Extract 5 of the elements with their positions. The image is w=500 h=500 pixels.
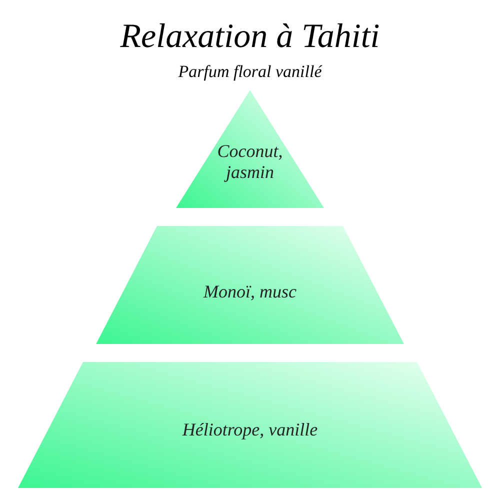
section-label: Coconut, jasmin — [216, 141, 284, 183]
section-label: Héliotrope, vanille — [181, 420, 319, 440]
title: Relaxation à Tahiti — [120, 18, 380, 56]
subtitle: Parfum floral vanillé — [178, 62, 322, 82]
section-label: Monoï, musc — [202, 282, 298, 302]
